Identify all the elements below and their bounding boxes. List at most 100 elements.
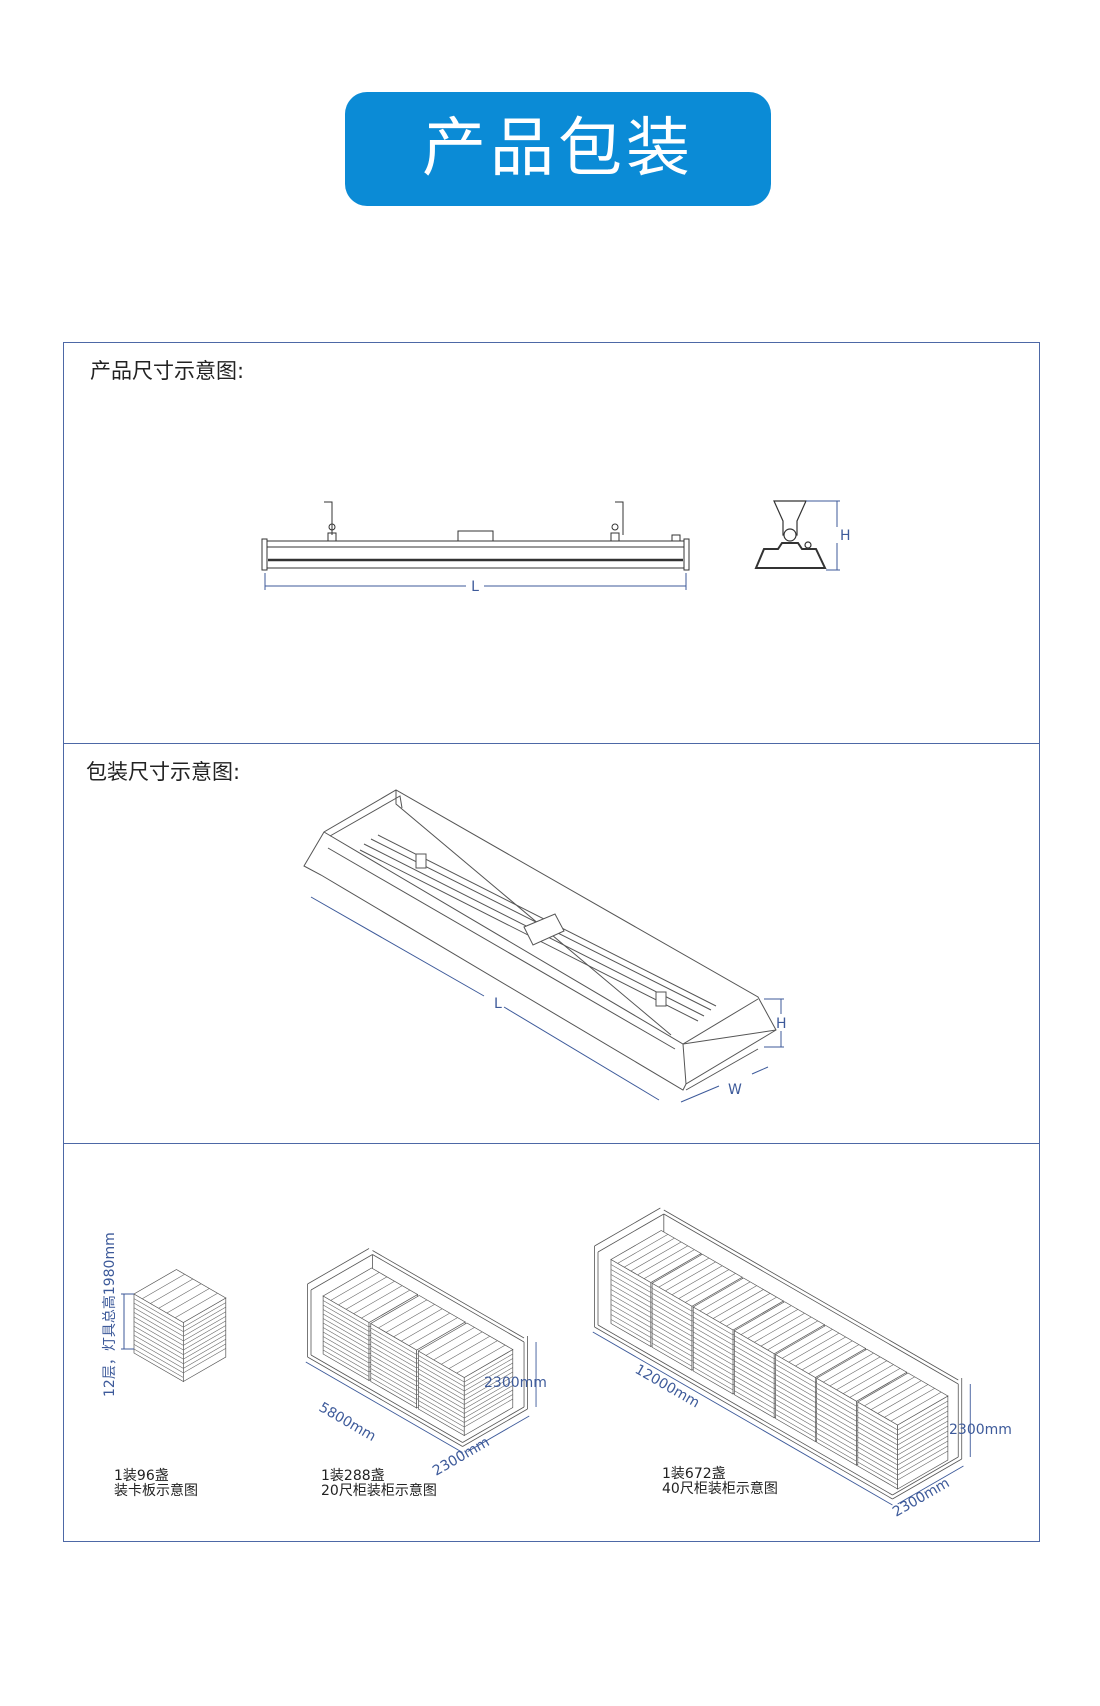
- container40-height-label: 2300mm: [949, 1422, 1012, 1438]
- slat-line: [142, 1273, 185, 1300]
- slat-line: [788, 1332, 840, 1363]
- layer-line: [816, 1397, 857, 1422]
- container40-quantity: 1装672盏: [662, 1466, 726, 1482]
- container20-height-label: 2300mm: [484, 1375, 547, 1391]
- layer-line: [418, 1377, 465, 1405]
- layer-line: [418, 1382, 465, 1410]
- layer-line: [775, 1399, 816, 1423]
- layer-line: [370, 1345, 417, 1373]
- layer-line: [370, 1341, 417, 1369]
- slat-line: [630, 1241, 682, 1272]
- layer-line: [610, 1274, 651, 1298]
- layer-line: [734, 1385, 775, 1410]
- slat-line: [864, 1376, 915, 1407]
- layer-line: [610, 1294, 651, 1318]
- pallet-base-line: [734, 1390, 775, 1415]
- layer-line: [464, 1376, 513, 1405]
- layer-line: [464, 1380, 513, 1410]
- layer-line: [183, 1302, 226, 1328]
- slat-line: [726, 1296, 777, 1327]
- layer-line: [183, 1306, 226, 1332]
- slat-line: [393, 1308, 443, 1338]
- layer-line: [464, 1367, 513, 1396]
- layer-line: [133, 1334, 184, 1365]
- layer-line: [322, 1313, 370, 1341]
- layer-line: [183, 1338, 226, 1365]
- layer-line: [734, 1335, 775, 1360]
- slat-line: [706, 1285, 757, 1315]
- slat-line: [158, 1283, 202, 1309]
- hanger-cables: [324, 501, 624, 535]
- slat-line: [877, 1384, 929, 1414]
- packaging-frame: 产品尺寸示意图: L: [63, 342, 1040, 1542]
- layer-line: [610, 1279, 651, 1303]
- slat-line: [441, 1335, 490, 1365]
- slat-line: [740, 1305, 792, 1335]
- slat-line: [747, 1309, 799, 1339]
- slat-line: [408, 1317, 458, 1346]
- layer-line: [133, 1307, 184, 1337]
- container-edge: [462, 1408, 528, 1447]
- pallet-base-line: [322, 1349, 370, 1377]
- layer-line: [775, 1409, 816, 1433]
- layer-line: [133, 1344, 184, 1374]
- layer-line: [418, 1386, 465, 1414]
- layer-line: [897, 1405, 949, 1436]
- layer-line: [322, 1309, 370, 1337]
- container-edge: [307, 1356, 463, 1447]
- container20-length-dimension: [305, 1361, 463, 1453]
- layer-line: [370, 1350, 417, 1378]
- container20-length-label: 5800mm: [316, 1400, 378, 1445]
- package-length-label: L: [494, 996, 502, 1012]
- layer-line: [610, 1289, 651, 1313]
- layer-line: [734, 1375, 775, 1400]
- layer-line: [775, 1394, 816, 1418]
- layer-line: [610, 1309, 651, 1333]
- layer-line: [133, 1298, 184, 1328]
- pallet-base-line: [775, 1414, 816, 1438]
- pallet-height-note: 12层，灯具总高1980mm: [101, 1232, 118, 1397]
- layer-line: [651, 1337, 693, 1362]
- layer-line: [370, 1368, 417, 1396]
- layer-line: [651, 1327, 693, 1352]
- layer-line: [734, 1360, 775, 1385]
- layer-line: [183, 1329, 226, 1355]
- slat-line: [345, 1280, 395, 1310]
- layer-line: [775, 1384, 816, 1408]
- slat-line: [658, 1257, 710, 1288]
- slat-line: [433, 1331, 483, 1361]
- package-width-label: W: [728, 1082, 742, 1098]
- slat-line: [425, 1327, 475, 1356]
- container-edge: [892, 1458, 962, 1500]
- container40-caption-text: 40尺柜装柜示意图: [662, 1481, 778, 1497]
- section-title-banner: 产品包装: [345, 92, 771, 206]
- container-edge: [892, 1456, 959, 1496]
- layer-line: [775, 1364, 816, 1388]
- layer-line: [322, 1340, 370, 1368]
- layer-line: [897, 1430, 949, 1461]
- layer-line: [610, 1304, 651, 1328]
- layer-line: [734, 1355, 775, 1380]
- layer-line: [897, 1420, 949, 1451]
- layer-line: [775, 1404, 816, 1428]
- package-dimension-title: 包装尺寸示意图:: [86, 760, 241, 784]
- layer-line: [464, 1394, 513, 1423]
- layer-line: [322, 1331, 370, 1359]
- container-edge: [372, 1250, 525, 1339]
- package-drawing: L H W: [303, 789, 787, 1103]
- layer-line: [734, 1340, 775, 1365]
- layer-line: [183, 1311, 226, 1337]
- layer-line: [418, 1373, 465, 1401]
- slat-line: [338, 1276, 388, 1306]
- layer-line: [370, 1327, 417, 1355]
- layer-line: [370, 1363, 417, 1391]
- layer-line: [183, 1343, 226, 1369]
- container-edge: [310, 1354, 463, 1443]
- layer-line: [651, 1322, 693, 1347]
- container40-width-dimension: [897, 1465, 964, 1505]
- layer-line: [734, 1345, 775, 1370]
- slat-line: [385, 1304, 435, 1333]
- layer-line: [651, 1312, 693, 1337]
- layer-line: [370, 1359, 417, 1387]
- layer-line: [651, 1332, 693, 1357]
